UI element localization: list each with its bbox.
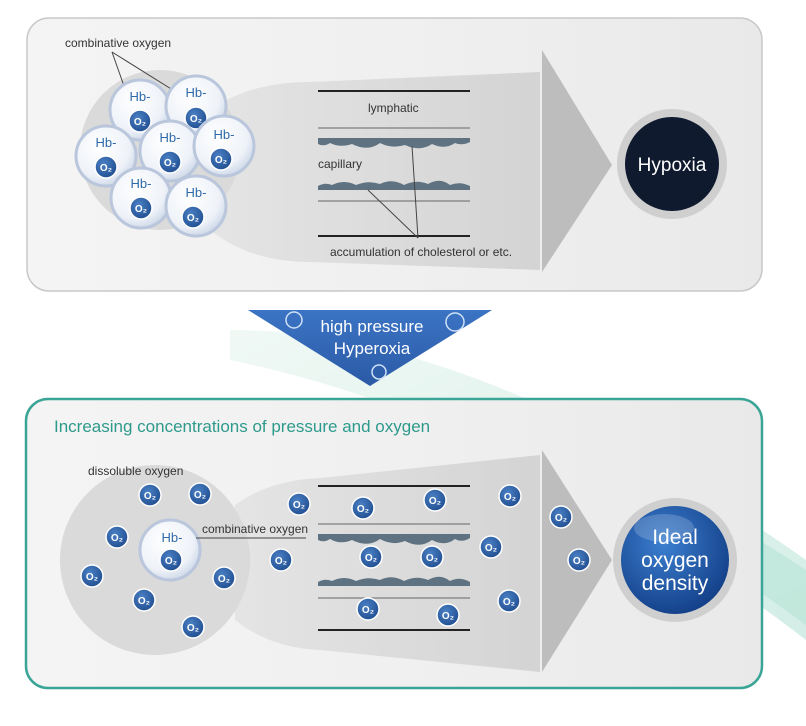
top-cone <box>210 72 540 270</box>
svg-text:O₂: O₂ <box>362 605 374 616</box>
o2-molecule: O₂ <box>567 548 591 572</box>
o2-molecule: O₂ <box>549 505 573 529</box>
svg-text:Hb-: Hb- <box>131 176 152 191</box>
hypoxia-label: Hypoxia <box>638 155 707 176</box>
dissoluble-label: dissoluble oxygen <box>88 464 183 478</box>
svg-text:O₂: O₂ <box>365 553 377 564</box>
arrow-line-2: Hyperoxia <box>334 339 411 358</box>
accumulation-label: accumulation of cholesterol or etc. <box>330 245 512 259</box>
svg-text:Hb-: Hb- <box>162 530 183 545</box>
o2-molecule: O₂ <box>356 597 380 621</box>
bottom-panel: Increasing concentrations of pressure an… <box>24 397 764 690</box>
top-plaque-lower <box>318 180 470 190</box>
accumulation-pointer <box>411 145 419 239</box>
svg-text:O₂: O₂ <box>357 504 369 515</box>
svg-text:Hb-: Hb- <box>186 85 207 100</box>
o2-molecule: O₂ <box>105 525 129 549</box>
svg-text:O₂: O₂ <box>275 556 287 567</box>
o2-molecule: O₂ <box>359 545 383 569</box>
bottom-cone <box>235 455 540 672</box>
ideal-density-badge: Ideal oxygen density <box>613 498 737 622</box>
svg-text:O₂: O₂ <box>144 491 156 502</box>
svg-text:O₂: O₂ <box>187 623 199 634</box>
svg-text:Hb-: Hb- <box>96 135 117 150</box>
svg-text:O₂: O₂ <box>194 490 206 501</box>
o2-molecule: O₂ <box>188 482 212 506</box>
ideal-line-2: oxygen <box>641 549 709 572</box>
svg-text:O₂: O₂ <box>429 496 441 507</box>
svg-text:O₂: O₂ <box>100 163 112 174</box>
svg-text:O₂: O₂ <box>573 556 585 567</box>
svg-text:O₂: O₂ <box>215 155 227 166</box>
top-panel: combinative oxygen Hb- O₂ Hb- O₂ Hb- O₂ … <box>26 17 763 292</box>
svg-text:O₂: O₂ <box>485 543 497 554</box>
o2-molecule: O₂ <box>498 484 522 508</box>
hb-cell: Hb- O₂ <box>109 166 173 230</box>
svg-text:O₂: O₂ <box>134 117 146 128</box>
capillary-label: capillary <box>318 157 362 171</box>
top-combinative-label: combinative oxygen <box>65 36 171 50</box>
o2-molecule: O₂ <box>80 564 104 588</box>
o2-molecule: O₂ <box>138 483 162 507</box>
svg-text:Hb-: Hb- <box>214 127 235 142</box>
bottom-title: Increasing concentrations of pressure an… <box>54 417 430 436</box>
svg-text:O₂: O₂ <box>426 553 438 564</box>
svg-text:O₂: O₂ <box>187 213 199 224</box>
hb-cell: Hb- O₂ <box>192 114 256 178</box>
svg-text:O₂: O₂ <box>190 114 202 125</box>
svg-text:O₂: O₂ <box>111 533 123 544</box>
o2-molecule: O₂ <box>479 535 503 559</box>
bubble-icon <box>445 312 465 332</box>
hb-cell: Hb- O₂ <box>138 119 202 183</box>
svg-text:Hb-: Hb- <box>160 130 181 145</box>
o2-molecule: O₂ <box>423 488 447 512</box>
svg-text:O₂: O₂ <box>135 204 147 215</box>
bottom-combinative-label: combinative oxygen <box>202 522 308 536</box>
accumulation-pointer <box>367 189 419 239</box>
o2-molecule: O₂ <box>420 545 444 569</box>
svg-text:O₂: O₂ <box>164 158 176 169</box>
svg-text:O₂: O₂ <box>86 572 98 583</box>
svg-text:O₂: O₂ <box>138 596 150 607</box>
svg-text:O₂: O₂ <box>218 574 230 585</box>
svg-text:O₂: O₂ <box>165 556 177 567</box>
bubble-icon <box>371 364 387 380</box>
svg-text:O₂: O₂ <box>293 500 305 511</box>
o2-molecule: O₂ <box>351 496 375 520</box>
o2-molecule: O₂ <box>269 548 293 572</box>
o2-molecule: O₂ <box>132 588 156 612</box>
o2-molecule: O₂ <box>212 566 236 590</box>
hb-cell: Hb- O₂ <box>74 124 138 188</box>
svg-text:Hb-: Hb- <box>186 185 207 200</box>
top-pointer-line-1 <box>111 51 125 87</box>
bubble-icon <box>285 311 303 329</box>
svg-text:Hb-: Hb- <box>130 89 151 104</box>
svg-text:O₂: O₂ <box>504 492 516 503</box>
o2-molecule: O₂ <box>497 589 521 613</box>
hypoxia-badge: Hypoxia <box>617 109 727 219</box>
hb-cell: Hb- O₂ <box>164 174 228 238</box>
svg-text:O₂: O₂ <box>442 611 454 622</box>
top-arrow-head <box>542 50 612 272</box>
top-plaque-upper <box>318 138 470 149</box>
transition-arrow: high pressure Hyperoxia <box>248 310 492 386</box>
o2-molecule: O₂ <box>287 492 311 516</box>
ideal-line-3: density <box>642 572 709 595</box>
top-pointer-line-2 <box>111 51 177 93</box>
o2-molecule: O₂ <box>181 615 205 639</box>
bottom-plaque-lower <box>318 576 470 586</box>
svg-text:O₂: O₂ <box>503 597 515 608</box>
ideal-line-1: Ideal <box>652 526 698 549</box>
bottom-plaque-upper <box>318 534 470 545</box>
o2-molecule: O₂ <box>436 603 460 627</box>
arrow-line-1: high pressure <box>320 317 423 336</box>
svg-text:O₂: O₂ <box>555 513 567 524</box>
lymphatic-label: lymphatic <box>368 101 419 115</box>
hb-cell: Hb- O₂ <box>138 518 202 582</box>
